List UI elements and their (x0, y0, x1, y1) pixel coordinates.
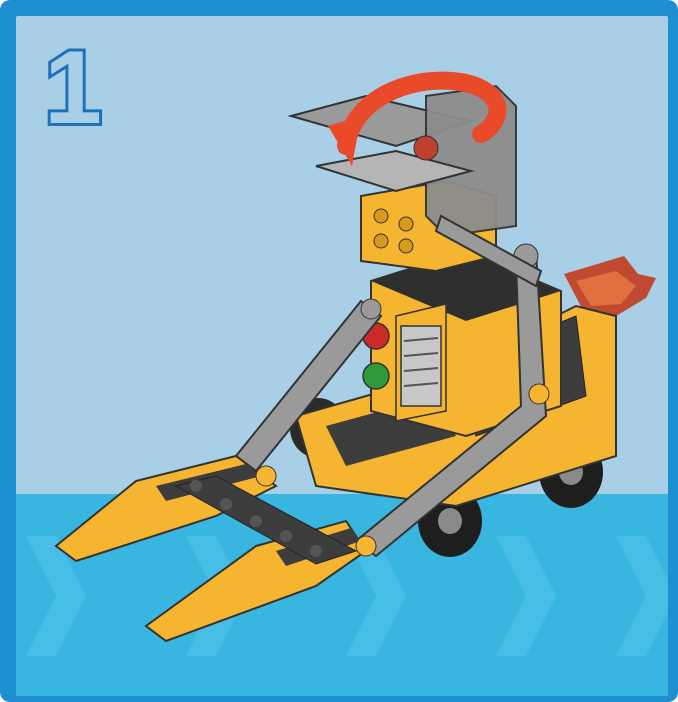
step-number: 1 (38, 38, 108, 138)
build-illustration (16, 16, 668, 696)
green-button-icon (363, 363, 389, 389)
instruction-panel: 1 (16, 16, 668, 696)
